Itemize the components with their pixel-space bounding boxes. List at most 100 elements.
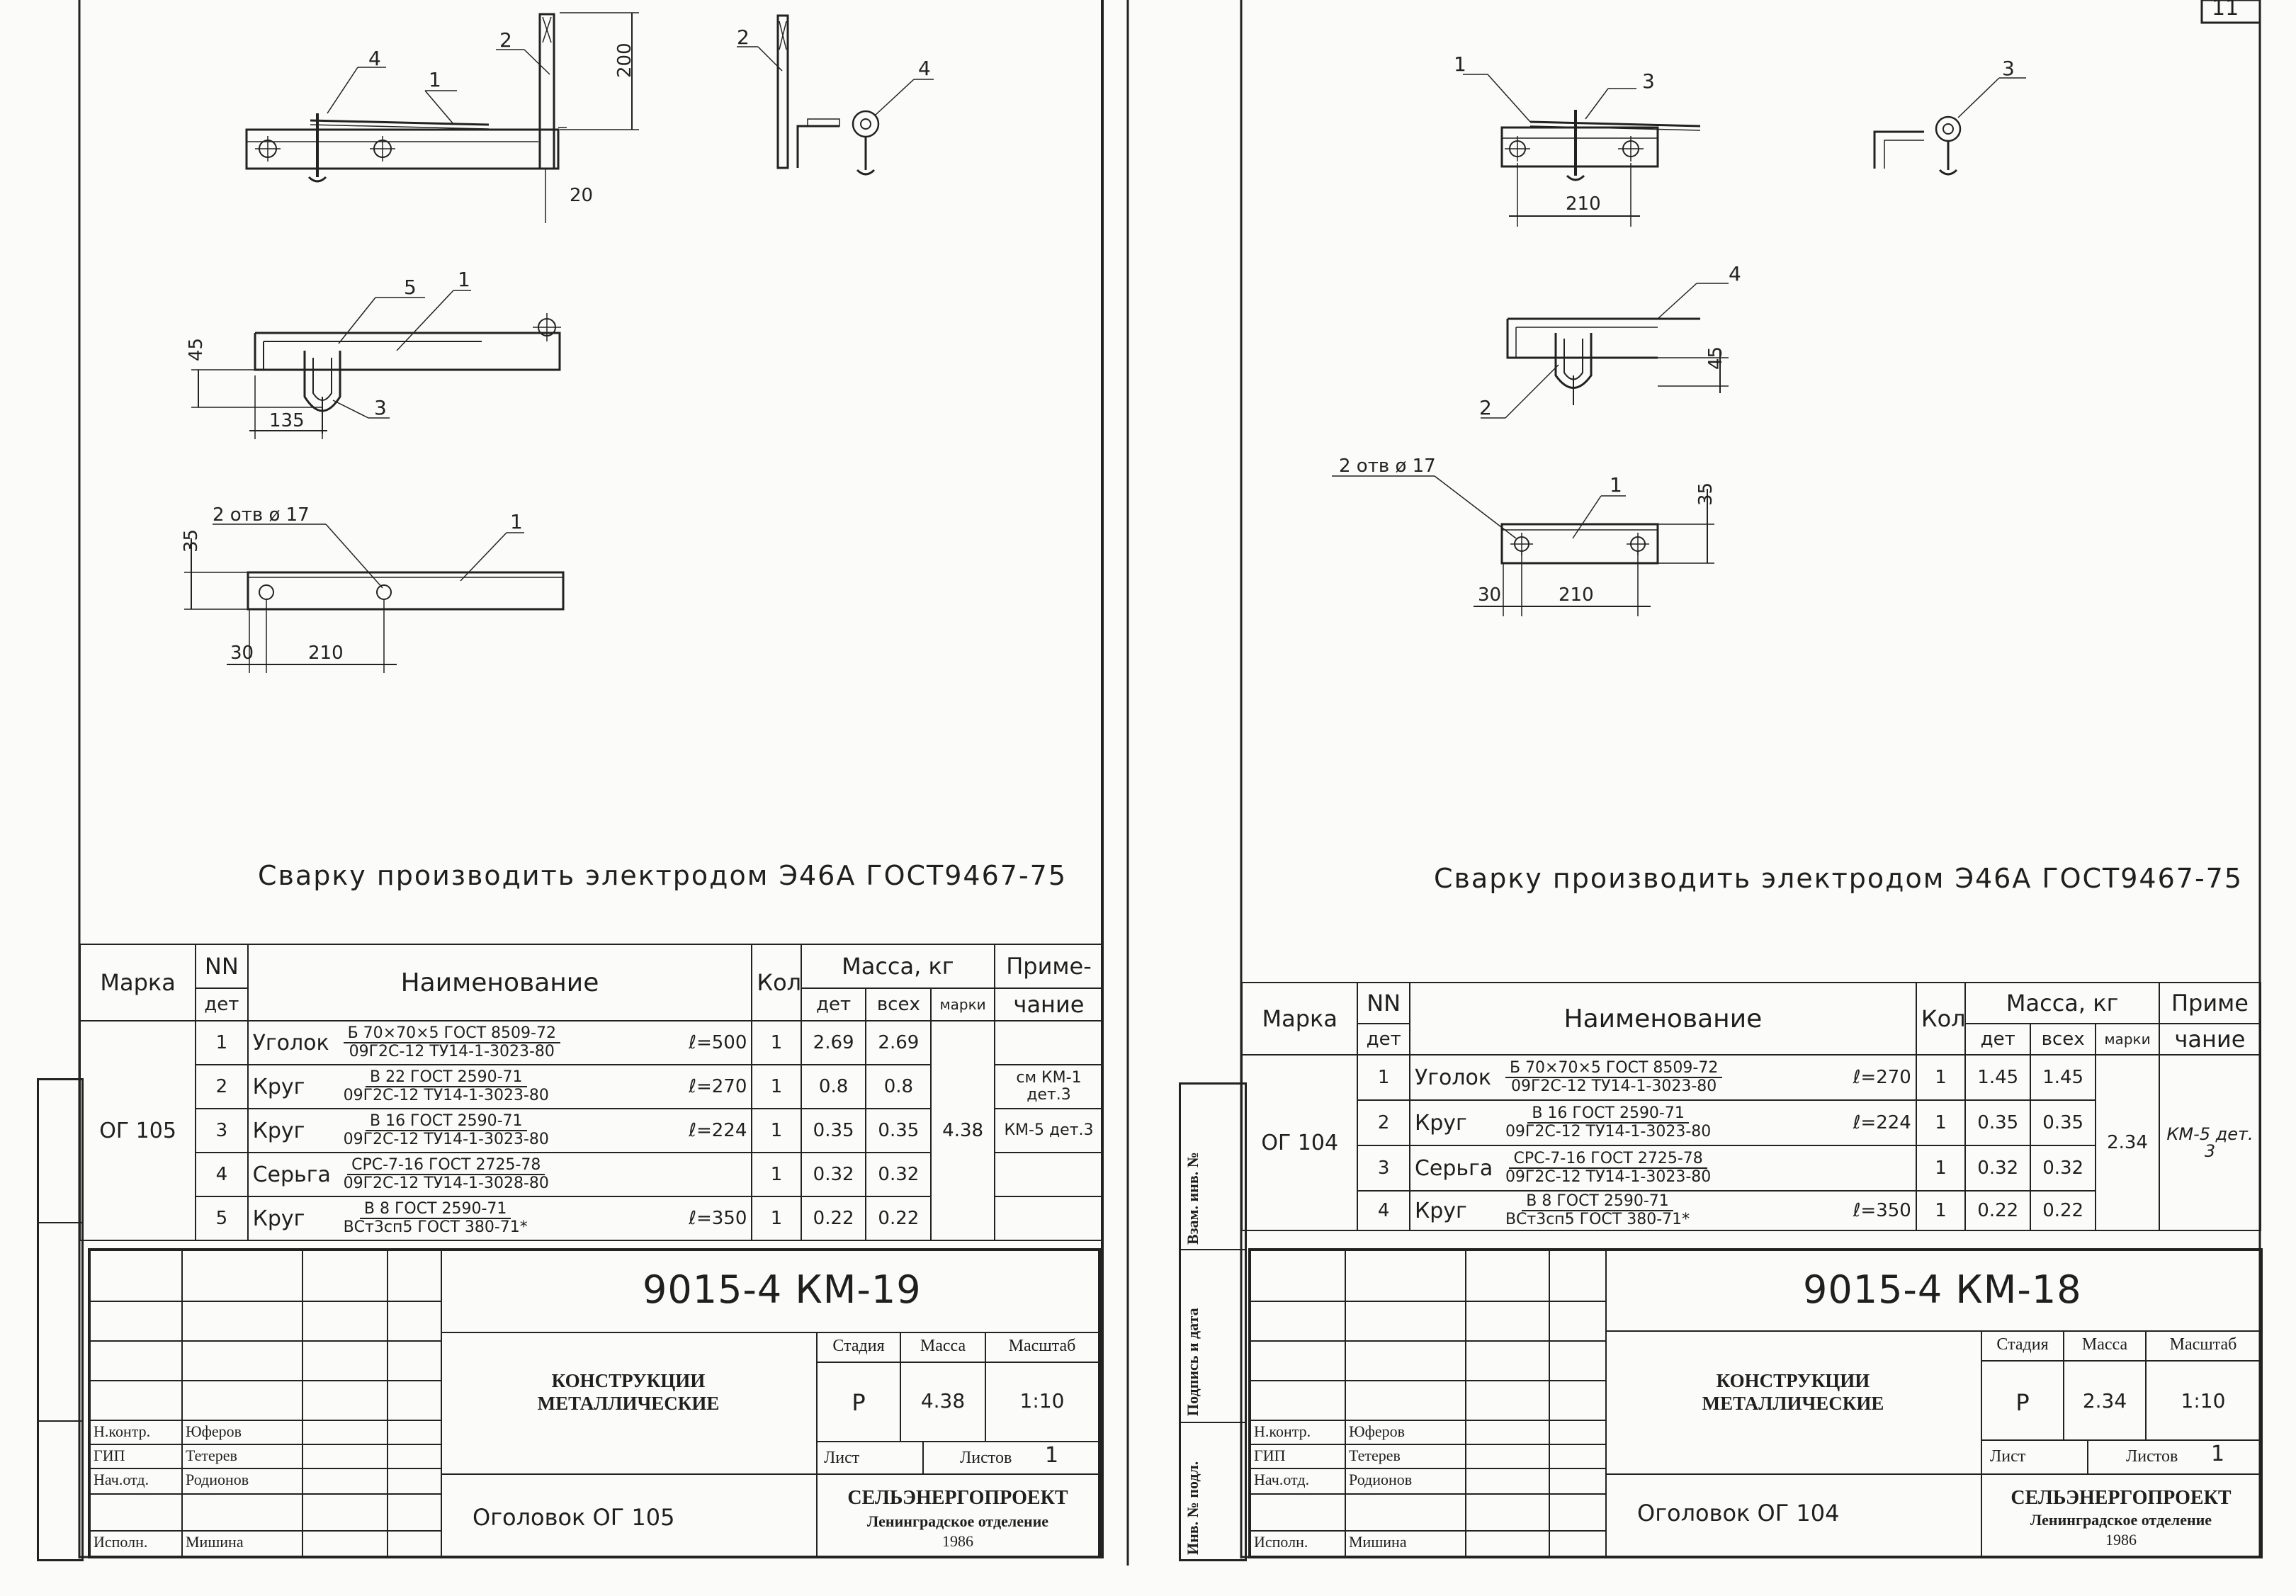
left-person-0: Юферов bbox=[182, 1420, 302, 1444]
left-view-b bbox=[737, 14, 934, 176]
row-qty: 1 bbox=[751, 1152, 802, 1197]
left-sheet-label: Лист bbox=[824, 1449, 860, 1467]
row-qty: 1 bbox=[1915, 1054, 1967, 1101]
left-dim-20: 20 bbox=[570, 185, 593, 206]
left-role-1: ГИП bbox=[90, 1444, 182, 1468]
row-mass-det: 0.35 bbox=[800, 1108, 867, 1153]
left-callout-3-c: 3 bbox=[374, 396, 387, 419]
left-mark-cell: ОГ 105 bbox=[79, 1020, 197, 1241]
right-note-all: КМ-5 дет. 3 bbox=[2158, 1054, 2262, 1231]
right-th-note2: чание bbox=[2158, 1023, 2262, 1055]
row-num: 1 bbox=[195, 1020, 249, 1065]
right-role-0: Н.контр. bbox=[1250, 1420, 1345, 1444]
left-sheets-label: Листов bbox=[960, 1449, 1012, 1467]
right-th-name: Наименование bbox=[1408, 982, 1917, 1055]
right-role-1: ГИП bbox=[1250, 1444, 1345, 1468]
right-th-mark: Марка bbox=[1240, 982, 1359, 1055]
right-sheets-label: Листов bbox=[2126, 1447, 2178, 1466]
left-dim-210: 210 bbox=[308, 643, 344, 664]
right-dim-35: 35 bbox=[1695, 482, 1717, 506]
left-th-nn: NN bbox=[195, 944, 249, 989]
left-stage-label: Стадия bbox=[832, 1337, 885, 1355]
row-num: 2 bbox=[1357, 1099, 1410, 1146]
left-org-sub: Ленинградское отделение bbox=[866, 1512, 1049, 1530]
right-callout-3-b: 3 bbox=[2002, 57, 2015, 80]
row-num: 2 bbox=[195, 1064, 249, 1109]
left-mass-value: 4.38 bbox=[920, 1389, 966, 1413]
left-callout-2-a: 2 bbox=[499, 28, 512, 52]
row-mass-all: 0.22 bbox=[2030, 1190, 2097, 1231]
row-note bbox=[993, 1152, 1104, 1197]
row-mass-all: 0.8 bbox=[865, 1064, 932, 1109]
right-person-0: Юферов bbox=[1345, 1420, 1466, 1444]
right-th-mass-all: всех bbox=[2030, 1023, 2097, 1055]
row-mass-det: 1.45 bbox=[1964, 1054, 2032, 1101]
left-th-note2: чание bbox=[993, 987, 1104, 1021]
left-sheets-value: 1 bbox=[1045, 1443, 1059, 1468]
left-role-3: Исполн. bbox=[90, 1531, 182, 1556]
left-holes-label: 2 отв ø 17 bbox=[213, 504, 310, 526]
right-role-3: Исполн. bbox=[1250, 1531, 1345, 1556]
right-person-2: Родионов bbox=[1345, 1468, 1466, 1494]
row-qty: 1 bbox=[1915, 1099, 1967, 1146]
row-qty: 1 bbox=[751, 1064, 802, 1109]
left-view-c bbox=[191, 290, 561, 439]
row-mass-all: 1.45 bbox=[2030, 1054, 2097, 1101]
right-th-nn2: дет bbox=[1357, 1023, 1410, 1055]
right-scale-value: 1:10 bbox=[2181, 1389, 2226, 1413]
left-org: СЕЛЬЭНЕРГОПРОЕКТ bbox=[847, 1487, 1068, 1509]
left-year: 1986 bbox=[942, 1532, 973, 1550]
right-welding-note: Сварку производить электродом Э46А ГОСТ9… bbox=[1434, 863, 2244, 894]
right-side-strip: Взам. инв. № Подпись и дата Инв. № подл. bbox=[1179, 1082, 1247, 1561]
right-view-a bbox=[1463, 74, 1701, 227]
left-callout-5: 5 bbox=[404, 276, 417, 299]
right-dim-210b: 210 bbox=[1559, 584, 1594, 606]
left-mark-mass: 4.38 bbox=[930, 1020, 995, 1241]
row-mass-det: 0.35 bbox=[1964, 1099, 2032, 1146]
left-doc-code: 9015-4 КМ-19 bbox=[643, 1267, 922, 1312]
right-dim-210a: 210 bbox=[1566, 193, 1601, 215]
left-th-name: Наименование bbox=[247, 944, 753, 1021]
right-sheet-label: Лист bbox=[1990, 1447, 2026, 1466]
right-th-mass-det: дет bbox=[1964, 1023, 2032, 1055]
left-view-d bbox=[184, 523, 565, 673]
row-mass-det: 0.32 bbox=[800, 1152, 867, 1197]
row-mass-all: 0.32 bbox=[2030, 1145, 2097, 1192]
left-dim-30: 30 bbox=[230, 643, 254, 664]
left-parts-table: Марка NN Наименование Кол Масса, кг Прим… bbox=[79, 944, 1104, 1241]
right-title: КОНСТРУКЦИИ МЕТАЛЛИЧЕСКИЕ bbox=[1702, 1370, 1884, 1414]
right-mass-value: 2.34 bbox=[2082, 1389, 2127, 1413]
row-mass-all: 0.35 bbox=[865, 1108, 932, 1153]
right-stage-value: Р bbox=[2015, 1389, 2030, 1416]
right-doc-code: 9015-4 КМ-18 bbox=[1803, 1267, 2082, 1312]
right-th-note1: Приме bbox=[2158, 982, 2262, 1024]
row-num: 5 bbox=[195, 1196, 249, 1241]
right-callout-2: 2 bbox=[1479, 396, 1492, 419]
right-holes-label: 2 отв ø 17 bbox=[1339, 455, 1436, 477]
row-mass-det: 0.22 bbox=[1964, 1190, 2032, 1231]
right-callout-3-a: 3 bbox=[1642, 69, 1655, 93]
left-item-name: Оголовок ОГ 105 bbox=[473, 1504, 675, 1531]
row-note bbox=[993, 1196, 1104, 1241]
left-th-mark: Марка bbox=[79, 944, 197, 1021]
left-person-2: Родионов bbox=[182, 1468, 302, 1494]
left-dim-200: 200 bbox=[614, 43, 635, 78]
row-mass-det: 2.69 bbox=[800, 1020, 867, 1065]
right-view-b bbox=[1873, 77, 2026, 176]
right-title-block: Н.контр. Юферов ГИП Тетерев Нач.отд. Род… bbox=[1248, 1248, 2263, 1558]
left-person-1: Тетерев bbox=[182, 1444, 302, 1468]
left-th-nn2: дет bbox=[195, 987, 249, 1021]
right-scale-label: Масштаб bbox=[2169, 1335, 2237, 1354]
row-num: 4 bbox=[195, 1152, 249, 1197]
right-parts-table: Марка NN Наименование Кол Масса, кг Прим… bbox=[1240, 982, 2262, 1231]
